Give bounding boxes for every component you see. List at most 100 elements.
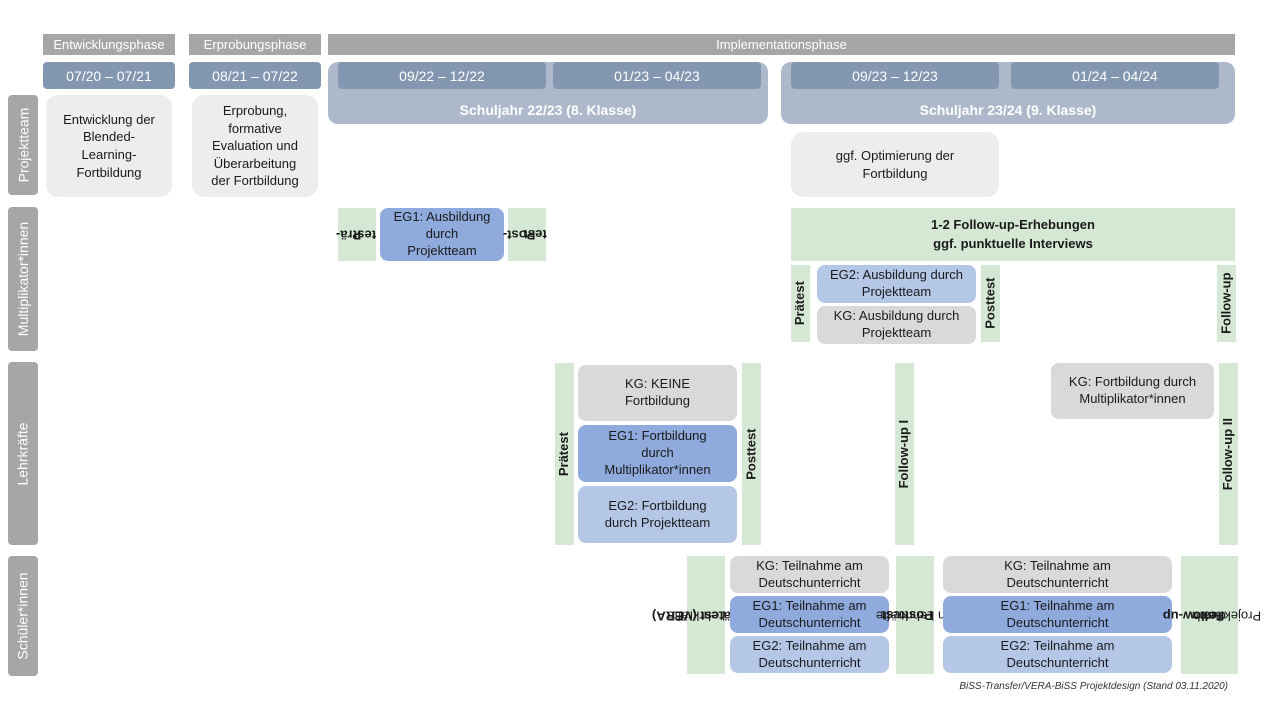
multiplikatoren-eg1-ausbildung: EG1: Ausbildung durch Projektteam [380,208,504,261]
text-line: EG1: Fortbildung [608,428,707,444]
date-01-23: 01/23 – 04/23 [553,62,761,89]
multiplikatoren-praetest-1: Prä-test [336,208,377,261]
text-line: EG1: Ausbildung [393,209,491,225]
text-line: EG2: Fortbildung [608,497,707,513]
text-line: Follow-up II [1220,417,1236,491]
text-line: Fortbildung [862,165,928,181]
lehrkraefte-kg-fortbildung: KG: Fortbildung durch Multiplikator*inne… [1051,363,1214,419]
text-line: Entwicklung der [63,111,155,127]
text-line: durch Projektteam [604,514,711,530]
text-line: Posttest [982,277,998,330]
multiplikatoren-followup: Follow-up [1217,265,1236,342]
date-01-24: 01/24 – 04/24 [1011,62,1219,89]
lehrkraefte-kg-keine: KG: KEINE Fortbildung [578,365,737,421]
text-line: Deutschunterricht [758,654,861,670]
multiplikatoren-posttest-1: Post-test [503,208,547,261]
text-line: Projektteam [1191,608,1261,624]
text-line: der Fortbildung [211,173,299,189]
text-line: formative [228,120,282,136]
text-line: Deutschunterricht [1006,654,1109,670]
multiplikatoren-posttest-2: Posttest [981,265,1000,342]
box-entwicklung-fortbildung: Entwicklung der Blended- Learning- Fortb… [46,95,172,197]
phase-entwicklung: Entwicklungsphase [43,34,175,55]
schueler-eg1-teilnahme-2: EG1: Teilnahme am Deutschunterricht [943,596,1172,633]
text-line: Follow-up I [896,419,912,489]
text-line: Posttest [743,428,759,480]
text-line: test [353,227,377,243]
schueler-kg-teilnahme-1: KG: Teilnahme am Deutschunterricht [730,556,889,593]
text-line: KG: Ausbildung durch [833,308,960,324]
lehrkraefte-followup-1: Follow-up I [895,363,914,545]
text-line: KG: Teilnahme am [756,557,863,573]
schueler-eg1-teilnahme-1: EG1: Teilnahme am Deutschunterricht [730,596,889,633]
text-line: Blended- [82,129,136,145]
date-09-23: 09/23 – 12/23 [791,62,999,89]
text-line: ggf. punktuelle Interviews [933,235,1093,251]
text-line: Projektteam [861,284,932,299]
schuljahr-22-23-label: Schuljahr 22/23 (8. Klasse) [459,102,637,118]
text-line: Follow-up [1218,272,1234,335]
text-line: durch [425,226,459,242]
text-line: Erprobung, [222,103,288,119]
text-line: KG: KEINE [624,376,690,392]
row-label-schueler: Schüler*innen [8,556,38,676]
text-line: Fortbildung [624,393,691,408]
text-line: EG1: Teilnahme am [1000,597,1115,613]
schuljahr-23-24-label: Schuljahr 23/24 (9. Klasse) [919,102,1097,118]
multiplikatoren-kg-ausbildung: KG: Ausbildung durch Projektteam [817,306,976,344]
text-line: Deutschunterricht [758,614,861,630]
text-line: EG2: Ausbildung durch [830,267,963,283]
lehrkraefte-eg1-fortbildung: EG1: Fortbildung durch Multiplikator*inn… [578,425,737,482]
schueler-kg-teilnahme-2: KG: Teilnahme am Deutschunterricht [943,556,1172,593]
text-line: Multiplikator*innen [604,461,711,477]
schueler-praetest-vera: Prätest (VERA)durch Lehrkräfte [652,556,761,674]
text-line: ggf. Optimierung der [835,147,955,163]
text-line: Deutschunterricht [1006,614,1109,630]
followup-erhebungen: 1-2 Follow-up-Erhebungen ggf. punktuelle… [791,208,1235,261]
row-label-schueler-text: Schüler*innen [15,572,32,660]
phase-implementation: Implementationsphase [328,34,1235,55]
phase-erprobung: Erprobungsphase [189,34,321,55]
row-label-multiplikatoren-text: Multiplikator*innen [15,221,31,337]
text-line: KG: Teilnahme am [1004,557,1111,573]
text-line: Prätest [556,431,572,477]
text-line: durch [641,445,674,461]
row-label-lehrkraefte: Lehrkräfte [8,362,38,545]
text-line: EG2: Teilnahme am [1000,637,1115,653]
date-07-20: 07/20 – 07/21 [43,62,175,89]
multiplikatoren-praetest-2: Prätest [791,265,810,342]
footer-caption: BiSS-Transfer/VERA-BiSS Projektdesign (S… [959,681,1228,692]
box-erprobung: Erprobung, formative Evaluation und Über… [192,95,318,197]
text-line: Deutschunterricht [1006,574,1109,590]
text-line: test [523,227,547,243]
text-line: EG1: Teilnahme am [752,597,867,613]
text-line: Multiplikator*innen [1079,391,1186,406]
text-line: EG2: Teilnahme am [752,637,867,653]
text-line: Projektteam [861,325,932,340]
lehrkraefte-praetest: Prätest [555,363,574,545]
text-line: Evaluation und [211,138,298,154]
text-line: KG: Fortbildung durch [1068,374,1197,390]
text-line: Überarbeitung [213,155,297,171]
text-line: Projektteam [407,242,477,258]
schueler-eg2-teilnahme-2: EG2: Teilnahme am Deutschunterricht [943,636,1172,673]
date-08-21: 08/21 – 07/22 [189,62,321,89]
text-line: 1-2 Follow-up-Erhebungen [931,216,1095,232]
text-line: Learning- [81,147,137,162]
row-label-lehrkraefte-text: Lehrkräfte [15,421,32,486]
lehrkraefte-followup-2: Follow-up II [1219,363,1238,545]
text-line: Prätest [792,281,808,326]
box-optimierung: ggf. Optimierung der Fortbildung [791,132,999,197]
lehrkraefte-eg2-fortbildung: EG2: Fortbildung durch Projektteam [578,486,737,543]
lehrkraefte-posttest: Posttest [742,363,761,545]
text-line: Deutschunterricht [758,574,861,590]
schueler-eg2-teilnahme-1: EG2: Teilnahme am Deutschunterricht [730,636,889,673]
row-label-multiplikatoren: Multiplikator*innen [8,207,38,351]
row-label-projektteam: Projektteam [8,95,38,195]
row-label-projektteam-text: Projektteam [15,107,32,183]
date-09-22: 09/22 – 12/22 [338,62,546,89]
multiplikatoren-eg2-ausbildung: EG2: Ausbildung durch Projektteam [817,265,976,303]
text-line: Fortbildung [76,164,142,180]
